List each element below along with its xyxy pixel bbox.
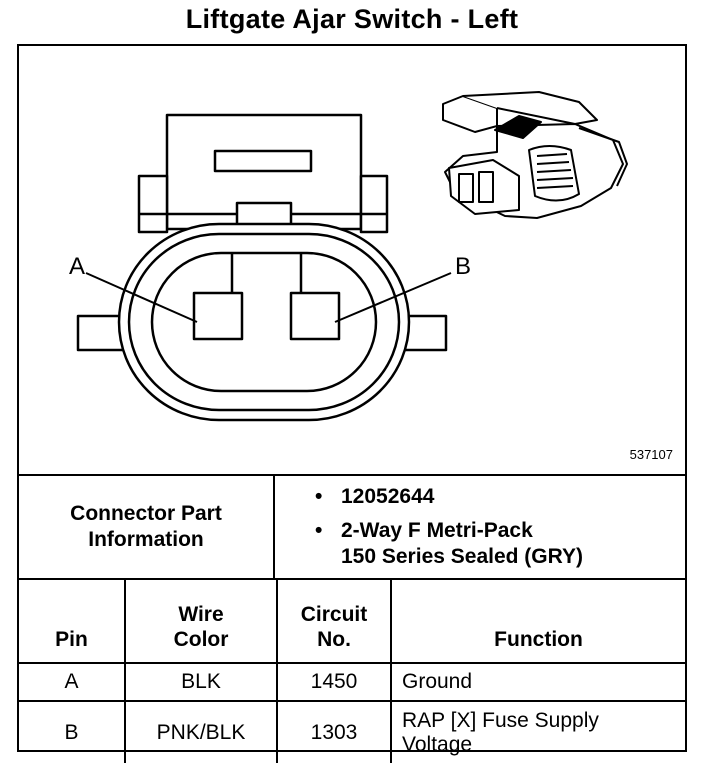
part-info-label: Connector Part Information [19,476,275,578]
header-circuit-line2: No. [317,628,351,651]
connector-type-item: • 2-Way F Metri-Pack [315,518,533,544]
cell-function: Ground [390,662,685,702]
cell-circuit: 1303 [276,700,392,763]
table-row: A BLK 1450 Ground [19,662,685,702]
connector-part-info-row: Connector Part Information • 12052644 • … [19,474,685,578]
connector-frame: A B 537107 Connector Part Information • … [17,44,687,763]
right-shoulder [359,174,389,234]
part-info-label-line2: Information [88,528,204,551]
header-circuit-line1: Circuit [300,603,368,626]
header-circuit-no: Circuit No. [276,578,392,664]
connector-series: 150 Series Sealed (GRY) [341,545,584,568]
pin-table: Pin Wire Color Circuit No. Function A BL… [19,578,685,763]
cell-function-line1: RAP [X] Fuse Supply [402,708,599,732]
connector-drawing: A B 537107 [19,46,685,474]
part-number-item: • 12052644 [315,484,434,510]
cell-function: RAP [X] Fuse Supply Voltage [390,700,685,763]
header-pin: Pin [19,578,126,664]
pin-cavity-b [289,291,341,341]
cell-wire-color: PNK/BLK [124,700,278,763]
cell-pin: B [19,700,126,763]
figure-id: 537107 [629,447,673,462]
connector-series-item: 150 Series Sealed (GRY) [315,544,583,570]
connector-isometric-sketch [442,91,628,219]
leader-line-a [85,272,198,323]
cell-function-line1: Ground [402,670,473,693]
cell-circuit: 1450 [276,662,392,702]
pin-table-header: Pin Wire Color Circuit No. Function [19,578,685,664]
cell-wire-color: BLK [124,662,278,702]
part-info-label-line1: Connector Part [70,502,222,525]
part-number: 12052644 [341,485,435,508]
table-row: B PNK/BLK 1303 RAP [X] Fuse Supply Volta… [19,700,685,763]
bullet-icon: • [315,485,323,508]
cell-function-line2: Voltage [402,732,473,756]
diagram-title: Liftgate Ajar Switch - Left [185,4,519,34]
header-wire-line1: Wire [178,603,224,626]
pin-cavity-a [192,291,244,341]
pin-label-a: A [69,253,86,280]
bullet-icon: • [315,519,323,542]
connector-body-outer [117,222,411,422]
cell-pin: A [19,662,126,702]
connector-body-ring [127,232,401,412]
header-wire-color: Wire Color [124,578,278,664]
connector-body-inner [150,251,378,393]
latch-slot [213,149,313,173]
pin-label-b: B [455,253,472,280]
left-shoulder [137,174,169,234]
header-wire-line2: Color [173,628,229,651]
part-info-values: • 12052644 • 2-Way F Metri-Pack 150 Seri… [275,476,685,578]
header-function: Function [390,578,685,664]
connector-type: 2-Way F Metri-Pack [341,519,533,542]
leader-line-b [334,272,452,323]
connector-face-view [76,91,628,422]
